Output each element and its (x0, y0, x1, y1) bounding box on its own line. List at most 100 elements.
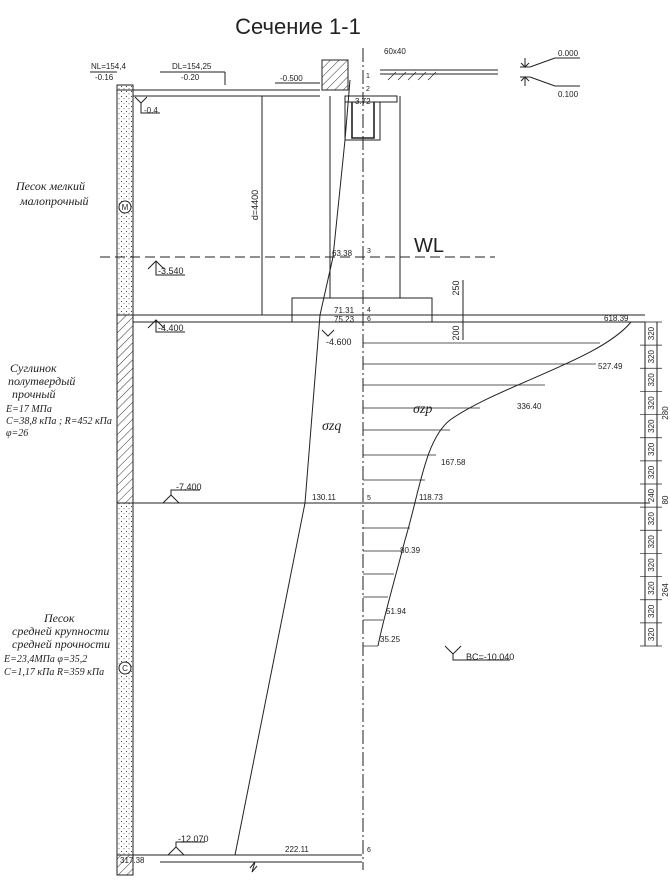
sand-medium-layer-column (116, 502, 134, 856)
dim-80: 80 (661, 495, 670, 504)
sigma-top: 3.72 (355, 97, 371, 106)
dim-250: 250 (451, 280, 461, 295)
level-marker-12070 (167, 841, 205, 856)
layer-symbol-c-text: С (122, 664, 128, 673)
nl-level: -0.16 (95, 73, 114, 82)
level-04: -0.4 (144, 106, 158, 115)
stress-lines (363, 342, 600, 647)
pt-6a: 6 (367, 316, 371, 323)
level-0000: 0.000 (558, 49, 579, 58)
level-12070: -12.070 (178, 834, 209, 844)
dim-264: 264 (661, 583, 670, 597)
dim-cells: 320 320 320 320 320 320 320 240 320 320 320 320 320 3… (640, 321, 662, 647)
szg-130-11: 130.11 (312, 493, 336, 502)
szp-5: 80.39 (400, 546, 421, 555)
dim-cell-label: 320 (647, 373, 656, 387)
nl-label: NL=154,4 (91, 62, 126, 71)
level-marker-bc (444, 645, 510, 661)
level-base2: -4.600 (326, 337, 352, 347)
depth-label: d=4400 (250, 190, 260, 220)
dl-level: -0.20 (181, 73, 200, 82)
dim-cell-label: 320 (647, 349, 656, 363)
break-mark (249, 861, 258, 873)
layer-3-name-l2: средней крупности (12, 624, 109, 638)
level-base: -4.400 (158, 323, 184, 333)
szg-75-23: 75.23 (334, 315, 355, 324)
layer-2-props-l3: φ=26 (6, 428, 28, 439)
dim-cell-label: 320 (647, 396, 656, 410)
layer-3-props: E=23,4МПа φ=35,2 C=1,17 кПа R=359 кПа (3, 654, 104, 678)
level-marker-4400 (147, 319, 185, 333)
slab (344, 95, 398, 103)
layer-symbol-m-text: М (122, 203, 129, 212)
layer-1-name: Песок мелкий малопрочный (15, 179, 89, 208)
level-7400: -7.400 (176, 482, 202, 492)
dim-cell-label: 320 (647, 535, 656, 549)
szp-0: 618.39 (604, 314, 629, 323)
water-label: WL (414, 235, 444, 257)
level-0100: 0.100 (558, 90, 579, 99)
dim-cell-label: 240 (647, 488, 656, 502)
pt-4: 4 (367, 307, 371, 314)
layer-1-name-l1: Песок мелкий (15, 179, 85, 193)
dim-cell-label: 320 (647, 604, 656, 618)
layer-2-name-l2: полутвердый (8, 374, 75, 388)
szg-71-31: 71.31 (334, 306, 355, 315)
layer-1-name-l2: малопрочный (19, 194, 89, 208)
dim-cell-label: 320 (647, 419, 656, 433)
layer-3-name: Песок средней крупности средней прочност… (12, 611, 112, 651)
pt-3: 3 (367, 248, 371, 255)
dim-cell-label: 320 (647, 465, 656, 479)
lvl-leader-1 (529, 57, 556, 68)
foundation-wall (329, 96, 401, 299)
layer-2-name-l3: прочный (12, 387, 56, 401)
layer-2-props-l1: E=17 МПа (5, 404, 52, 415)
layer-symbol-m (118, 200, 132, 214)
sigma-zg-line (234, 79, 351, 856)
level-bc: BC=-10.040 (466, 652, 514, 662)
szp-1: 527.49 (598, 362, 623, 371)
level-marker-3540 (147, 260, 185, 276)
lvl-leader-2 (529, 76, 556, 87)
szp-4: 118.73 (419, 493, 443, 502)
ground-hatch (387, 71, 437, 81)
dim-cell-label: 320 (647, 558, 656, 572)
layer-3-name-l1: Песок (43, 611, 75, 625)
dim-cell-label: 320 (647, 442, 656, 456)
foundation-pad (291, 297, 433, 323)
layer-3-props-l2: C=1,17 кПа R=359 кПа (4, 667, 104, 678)
szg-222-11: 222.11 (285, 845, 309, 854)
pt-2: 2 (366, 86, 370, 93)
szp-7: 35.25 (380, 635, 401, 644)
szp-3: 167.58 (441, 458, 466, 467)
dim-200: 200 (451, 325, 461, 340)
layer-2-props: E=17 МПа C=38,8 кПа ; R=452 кПа φ=26 (5, 404, 114, 439)
layer-2-name-l1: Суглинок (10, 361, 57, 375)
szp-6: 51.94 (386, 607, 407, 616)
layer-2-name: Суглинок полутвердый прочный (8, 361, 78, 401)
layer-3-name-l3: средней прочности (12, 637, 110, 651)
sigma-zg-label: σzq (322, 419, 341, 434)
dim-cell-label: 320 (647, 627, 656, 641)
szp-2: 336.40 (517, 402, 542, 411)
pt-5: 5 (367, 495, 371, 502)
dl-label: DL=154,25 (172, 62, 212, 71)
dim-280: 280 (661, 406, 670, 420)
dim-cell-label: 320 (647, 581, 656, 595)
layer-3-props-l1: E=23,4МПа φ=35,2 (3, 654, 87, 665)
level-marker-4600 (321, 329, 335, 337)
level-marker-04 (134, 96, 160, 114)
level-marker-7400 (162, 489, 200, 504)
dim-cell-label: 320 (647, 511, 656, 525)
level-0500: -0.500 (280, 74, 303, 83)
layer-symbol-c (118, 661, 132, 675)
bar-size: 60x40 (384, 47, 406, 56)
sigma-zp-label: σzp (413, 402, 432, 417)
level-arrows (520, 58, 530, 86)
pt-6b: 6 (367, 847, 371, 854)
dim-cell-label: 320 (647, 326, 656, 340)
water-level: -3.540 (158, 266, 184, 276)
wall-block (321, 59, 349, 91)
layer-2-props-l2: C=38,8 кПа ; R=452 кПа (6, 416, 112, 427)
